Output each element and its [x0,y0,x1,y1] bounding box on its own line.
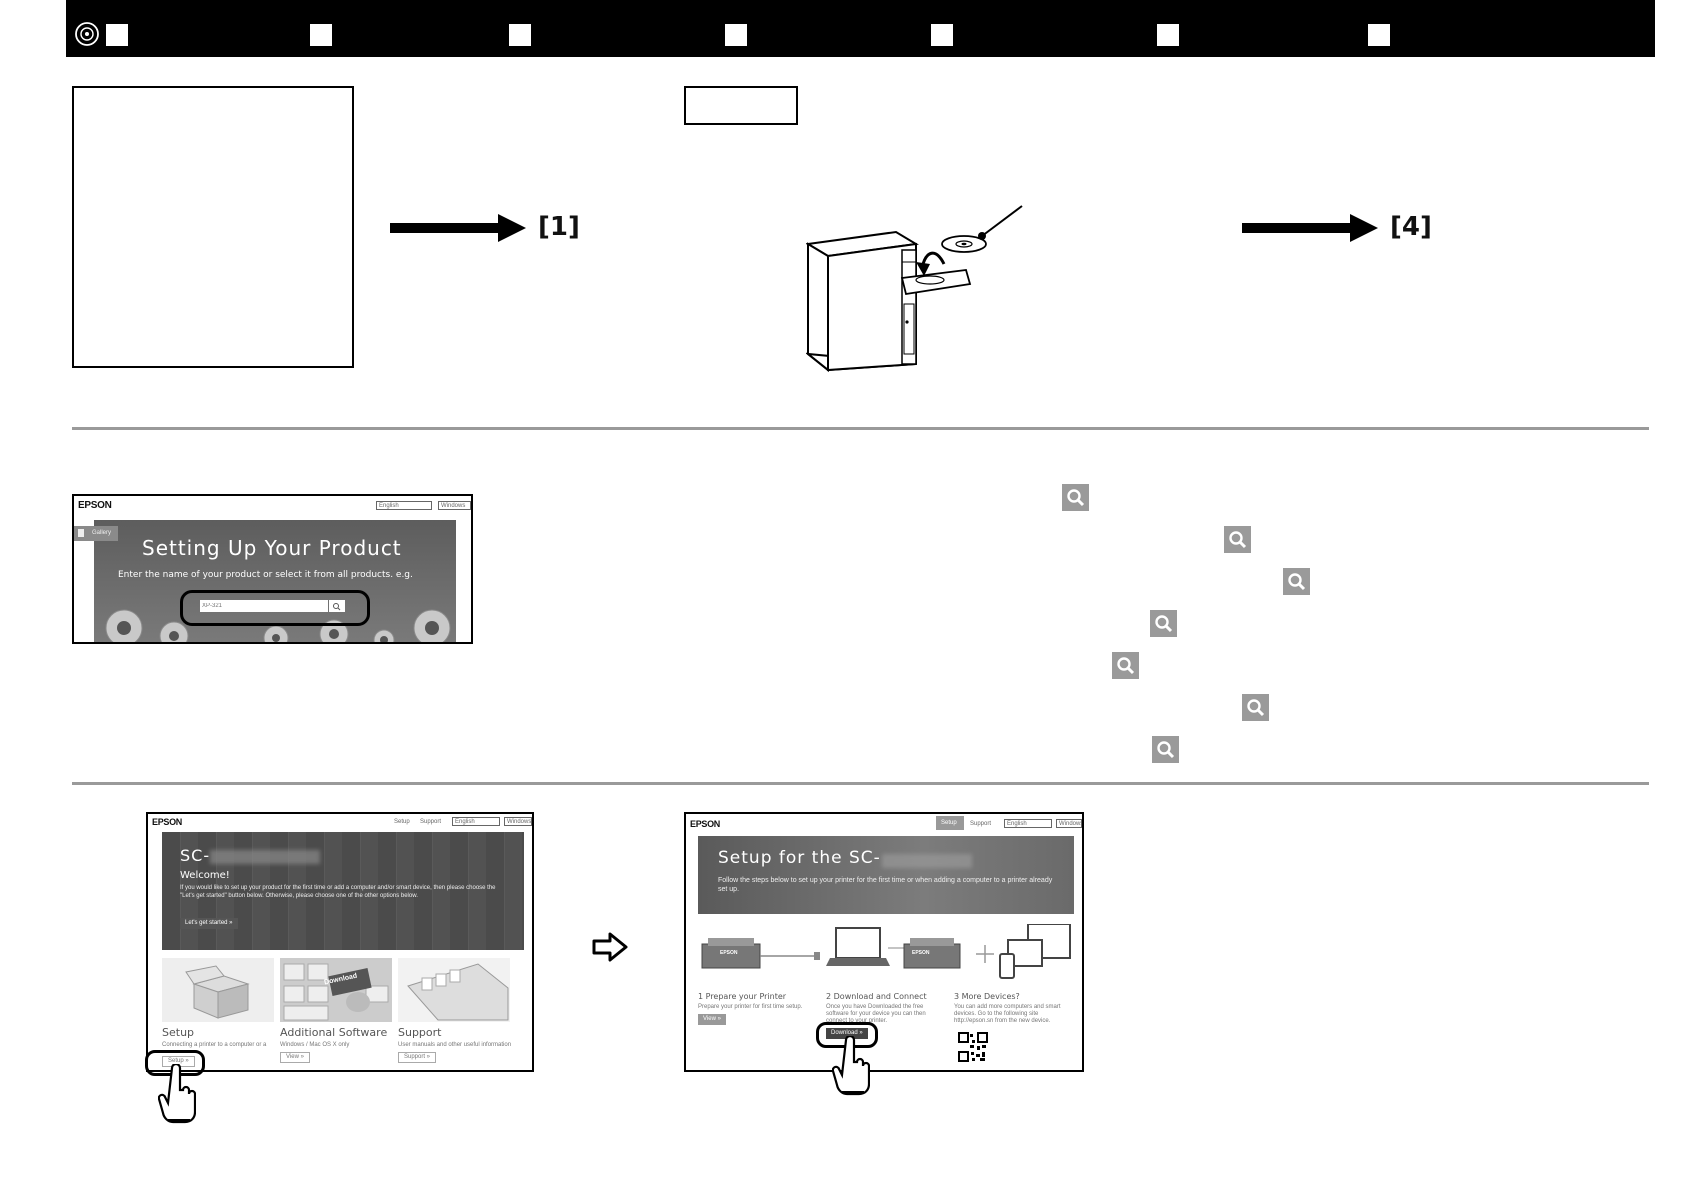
epson-logo: EPSON [690,819,721,829]
search-button[interactable] [329,600,345,612]
step-1-sub: Prepare your printer for first time setu… [698,1004,803,1010]
setup-subtitle: Enter the name of your product or select… [118,570,413,580]
nav-setup: Setup [941,820,957,826]
header-square-3 [509,24,531,46]
setup-title: Setting Up Your Product [142,536,402,560]
product-search-input[interactable] [200,600,328,612]
header-square-2 [310,24,332,46]
view-button[interactable]: View » [698,1014,726,1025]
nav-support[interactable]: Support [970,821,992,827]
card-setup-sub: Connecting a printer to a computer or a [162,1042,267,1048]
blank-placeholder-box [72,86,354,368]
blank-label-box [684,86,798,125]
gallery-tab[interactable]: Gallery [74,526,118,541]
section-divider-1 [72,427,1649,430]
right-arrow-icon-2 [1242,214,1378,242]
search-icon [333,603,341,611]
setup-steps-screenshot: EPSON Setup Support English Windows Setu… [684,812,1084,1072]
printer-label-2: EPSON [912,950,930,956]
header-square-7 [1368,24,1390,46]
header-square-5 [931,24,953,46]
box-icon [185,965,250,1019]
hero-banner [94,520,456,642]
hero-title: Setup for the SC- [718,848,881,868]
support-button[interactable]: Support » [398,1052,437,1063]
computer-disc-insert-icon [806,205,1023,373]
gallery-label: Gallery [92,530,112,536]
right-arrow-icon [390,214,526,242]
printer-label-1: EPSON [720,950,738,956]
header-square-1 [106,24,128,46]
step-1-title: 1 Prepare your Printer [698,992,787,1001]
blurred-model-name [882,854,972,868]
language-select[interactable]: English [376,501,432,510]
language-select[interactable]: English [452,817,500,826]
arrow-label-1: [1] [538,212,580,242]
welcome-page-screenshot: EPSON Setup Support English Windows SC- … [146,812,534,1072]
card-software-title: Additional Software [280,1026,388,1039]
header-square-4 [725,24,747,46]
header-square-6 [1157,24,1179,46]
os-select[interactable]: Windows [438,501,471,510]
download-button[interactable]: Download » [826,1028,868,1039]
setup-card-image [162,958,274,1022]
search-icon-1[interactable] [1062,484,1089,511]
step-3-sub: You can add more computers and smart dev… [954,1004,1061,1024]
section-divider-2 [72,782,1649,785]
pointing-hand-icon-2 [832,1036,870,1096]
hero-subtitle: Follow the steps below to set up your pr… [718,877,1053,893]
language-select[interactable]: English [1004,819,1052,828]
os-select[interactable]: Windows [1056,819,1082,828]
qr-code-icon [958,1032,988,1062]
pointing-hand-icon [158,1064,196,1124]
search-icon-5[interactable] [1112,652,1139,679]
cd-disc-icon [75,22,99,46]
keyboard-icon [283,963,389,1021]
step-2-title: 2 Download and Connect [826,992,927,1001]
card-software-sub: Windows / Mac OS X only [280,1042,350,1048]
blurred-model-name [210,850,320,864]
card-support-title: Support [398,1026,442,1039]
hero-title: SC- [180,846,211,865]
step-3-title: 3 More Devices? [954,992,1020,1001]
nav-setup-tab[interactable]: Setup [936,816,964,830]
card-support-sub: User manuals and other useful informatio… [398,1042,512,1048]
header-bar [66,0,1655,57]
search-icon-2[interactable] [1224,526,1251,553]
nav-support[interactable]: Support [420,819,442,825]
support-card-image [398,958,510,1022]
hero-banner [698,836,1074,914]
view-button[interactable]: View » [280,1052,310,1063]
gallery-icon [78,529,84,537]
search-highlight [180,590,370,626]
nav-setup[interactable]: Setup [394,819,410,825]
search-icon-7[interactable] [1152,736,1179,763]
lets-get-started-button[interactable]: Let's get started » [180,918,238,929]
search-icon-6[interactable] [1242,694,1269,721]
card-setup-title: Setup [162,1026,195,1039]
devices-illustration [701,924,1071,979]
additional-software-card-image: Download [280,958,392,1022]
manuals-icon [407,963,509,1021]
search-icon-3[interactable] [1283,568,1310,595]
welcome-heading: Welcome! [180,870,230,881]
epson-logo: EPSON [152,817,183,827]
next-arrow-icon [592,932,628,962]
epson-logo: EPSON [78,500,112,511]
os-select[interactable]: Windows [504,817,532,826]
welcome-body: If you would like to set up your product… [180,885,496,899]
arrow-label-4: [4] [1390,212,1432,242]
setup-product-screenshot: EPSON English Windows Gallery Setting Up… [72,494,473,644]
search-icon-4[interactable] [1150,610,1177,637]
sunflower-image [105,609,451,642]
step-2-sub: Once you have Downloaded the free softwa… [826,1004,926,1024]
